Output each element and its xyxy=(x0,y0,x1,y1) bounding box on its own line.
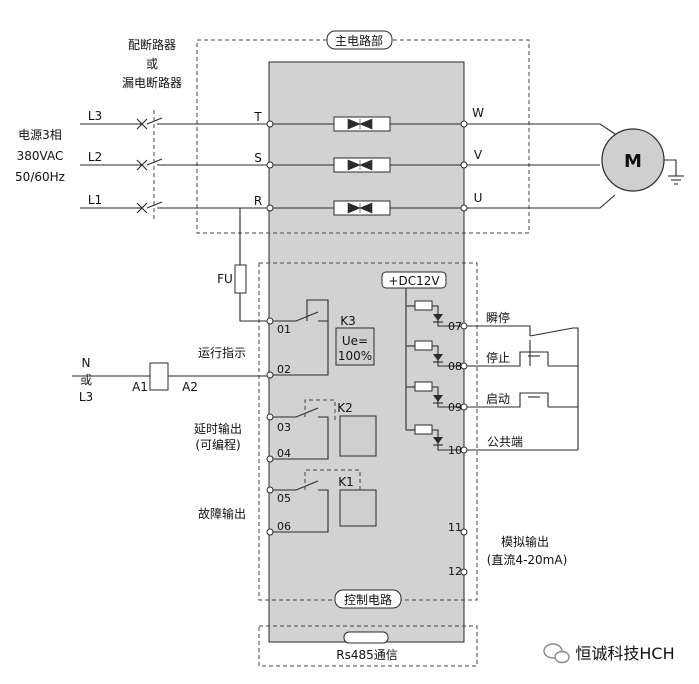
instant-stop-label: 瞬停 xyxy=(486,310,510,325)
control-circuit-label: 控制电路 xyxy=(344,592,392,607)
breaker-label-3: 漏电断路器 xyxy=(122,75,182,90)
ground-icon xyxy=(664,159,684,185)
terminal-02 xyxy=(266,371,274,379)
common-label: 公共端 xyxy=(487,435,523,449)
terminal-label-09: 09 xyxy=(448,401,462,414)
terminal-12 xyxy=(460,568,468,576)
breaker-label-1: 配断路器 xyxy=(128,37,176,52)
terminal-label-05: 05 xyxy=(277,492,291,505)
terminal-u xyxy=(460,204,468,212)
terminal-label-v: V xyxy=(474,148,483,162)
power-label-1: 电源3相 xyxy=(18,128,62,142)
relay-k3 xyxy=(335,327,375,366)
phase-label-l2: L2 xyxy=(88,150,102,164)
terminal-label-01: 01 xyxy=(277,323,291,336)
terminal-label-03: 03 xyxy=(277,421,291,434)
start-label: 启动 xyxy=(486,392,510,406)
terminal-label-06: 06 xyxy=(277,520,291,533)
wechat-logo-icon xyxy=(543,643,570,664)
input-channel-09 xyxy=(406,381,463,408)
terminal-label-08: 08 xyxy=(448,360,462,373)
terminal-04 xyxy=(266,455,274,463)
motor-label: M xyxy=(624,151,642,172)
terminal-r xyxy=(266,204,274,212)
terminal-05 xyxy=(266,486,274,494)
terminal-w xyxy=(460,120,468,128)
terminal-label-t: T xyxy=(253,110,262,124)
relay-k1 xyxy=(339,489,377,527)
fault-output-label: 故障输出 xyxy=(198,506,246,521)
rs485-connector xyxy=(343,631,389,644)
scr-block-s xyxy=(333,157,391,173)
power-label-3: 50/60Hz xyxy=(15,170,65,184)
input-channel-07 xyxy=(406,300,463,327)
stop-label: 停止 xyxy=(486,350,510,365)
input-channel-08 xyxy=(406,340,463,367)
terminal-label-04: 04 xyxy=(277,447,291,460)
power-label-2: 380VAC xyxy=(17,149,64,163)
relay-label-k3: K3 xyxy=(340,314,356,328)
terminal-t xyxy=(266,120,274,128)
terminal-v xyxy=(460,161,468,169)
ue-label-1: Ue= xyxy=(342,334,368,348)
fuse-label: FU xyxy=(217,272,233,286)
terminal-03 xyxy=(266,413,274,421)
relay-label-k2: K2 xyxy=(337,401,353,415)
delay-output-label-2: (可编程) xyxy=(195,437,240,452)
phase-label-l1: L1 xyxy=(88,193,102,207)
terminal-label-02: 02 xyxy=(277,363,291,376)
terminal-label-10: 10 xyxy=(448,444,462,457)
phase-label-l3: L3 xyxy=(88,109,102,123)
terminal-label-s: S xyxy=(254,151,262,165)
analog-output-label-2: (直流4-20mA) xyxy=(487,553,568,567)
watermark: 恒诚科技HCH xyxy=(575,644,674,663)
terminal-01 xyxy=(266,317,274,325)
ue-label-2: 100% xyxy=(338,349,372,363)
breaker-label-2: 或 xyxy=(146,57,158,71)
control-circuit-box xyxy=(258,262,478,601)
coil-label-a2: A2 xyxy=(182,380,198,394)
main-circuit-box xyxy=(196,39,530,234)
comm-label: Rs485通信 xyxy=(336,648,398,662)
control-circuit-tag xyxy=(334,589,402,609)
terminal-11 xyxy=(460,528,468,536)
terminal-label-12: 12 xyxy=(448,565,462,578)
terminal-s xyxy=(266,161,274,169)
supply-label-l3: L3 xyxy=(79,390,93,404)
main-circuit-label: 主电路部 xyxy=(335,33,383,48)
relay-k2 xyxy=(339,415,377,457)
scr-block-r xyxy=(333,200,391,216)
delay-output-label-1: 延时输出 xyxy=(194,421,242,436)
terminal-label-u: U xyxy=(474,191,483,205)
dc12v-tag xyxy=(381,271,447,289)
coil-label-a1: A1 xyxy=(132,380,148,394)
relay-label-k1: K1 xyxy=(338,475,354,489)
analog-output-label-1: 模拟输出 xyxy=(501,534,549,549)
terminal-06 xyxy=(266,528,274,536)
fuse xyxy=(234,264,247,294)
terminal-label-r: R xyxy=(254,194,262,208)
comm-box xyxy=(258,625,478,667)
dc12v-label: +DC12V xyxy=(388,274,440,288)
input-channel-10 xyxy=(406,424,463,451)
terminal-label-11: 11 xyxy=(448,521,462,534)
terminal-label-w: W xyxy=(472,106,484,120)
terminal-label-07: 07 xyxy=(448,320,462,333)
supply-label-n: N xyxy=(82,356,91,370)
run-indicator-label: 运行指示 xyxy=(198,345,246,360)
supply-label-or: 或 xyxy=(80,373,92,387)
scr-block-t xyxy=(333,116,391,132)
coil xyxy=(149,362,169,391)
main-circuit-tag xyxy=(326,30,393,50)
